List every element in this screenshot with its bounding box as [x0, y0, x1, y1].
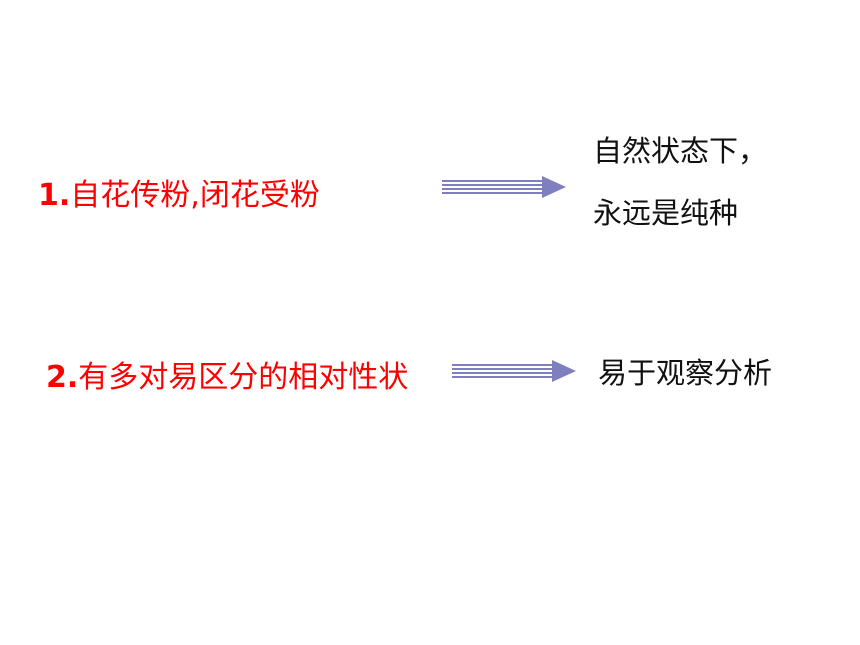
item-2-number: 2.: [46, 360, 79, 395]
arrow-right-icon: [442, 176, 566, 198]
item-2-feature: 2.有多对易区分的相对性状: [46, 352, 408, 396]
arrow-right-icon: [452, 360, 576, 382]
item-1-feature: 1.自花传粉,闭花受粉: [38, 170, 320, 214]
item-2-result-line-1: 易于观察分析: [598, 356, 773, 390]
item-1-result-line-1: 自然状态下，: [593, 134, 768, 168]
item-2-feature-text: 有多对易区分的相对性状: [78, 360, 409, 395]
item-1-number: 1.: [38, 178, 71, 213]
item-1-result-line-2: 永远是纯种: [593, 196, 739, 230]
item-1-feature-text: 自花传粉,闭花受粉: [70, 178, 320, 213]
